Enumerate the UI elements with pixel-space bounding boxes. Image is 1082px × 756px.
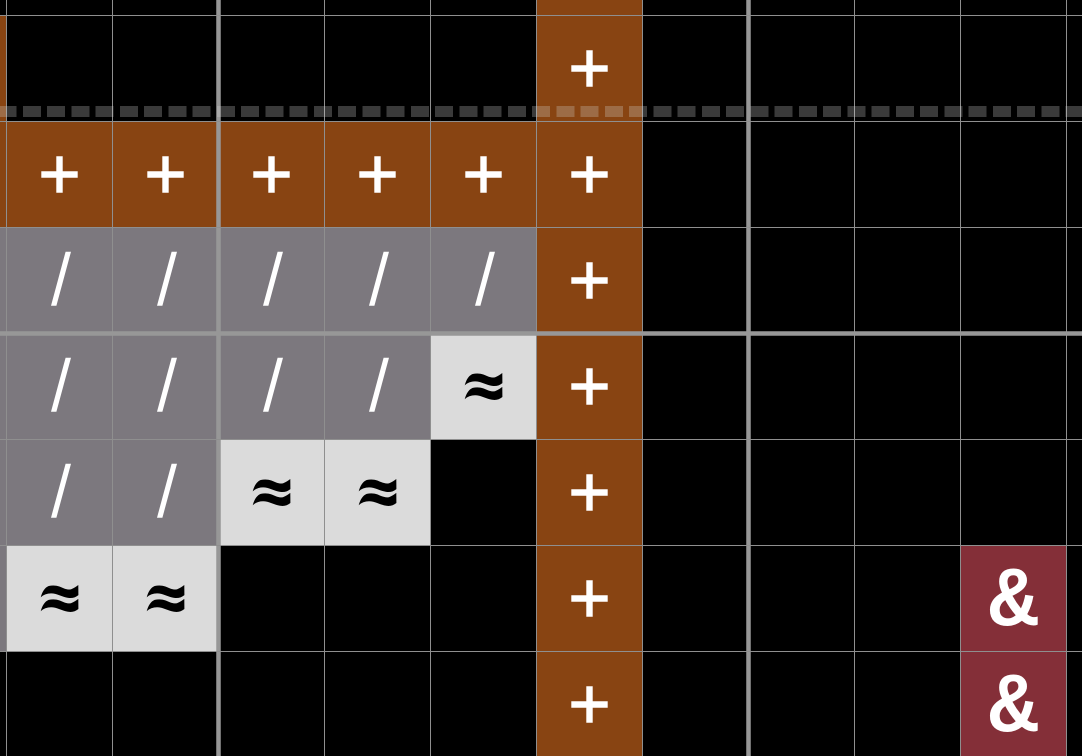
svg-text:&: & [989,556,1038,652]
svg-text:&: & [989,662,1038,756]
